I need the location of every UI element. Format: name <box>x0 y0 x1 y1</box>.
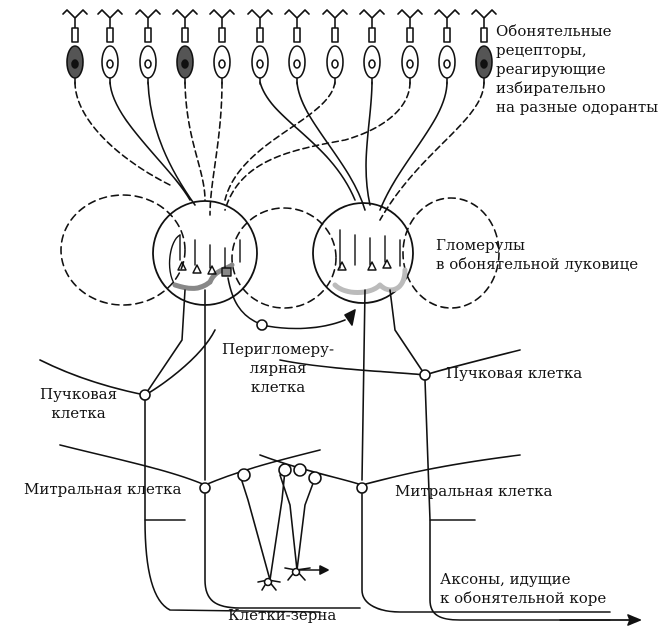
receptor-cell <box>471 9 497 85</box>
glomerulus-right-tufts <box>332 229 408 295</box>
label-axons: Аксоны, идущие к обонятельной коре <box>440 570 606 608</box>
receptor-axon-5 <box>365 81 373 206</box>
label-receptors-line-5: на разные одоранты <box>496 98 659 116</box>
glomerulus-dashed-3 <box>402 197 500 309</box>
label-receptors: Обонятельные рецепторы, реагирующие изби… <box>496 22 658 117</box>
receptor-cell <box>209 9 235 85</box>
periglomerular-soma <box>256 319 268 331</box>
label-glomeruli-line-1: Гломерулы <box>436 236 525 254</box>
label-axons-line-2: к обонятельной коре <box>440 589 607 607</box>
label-mitral-left: Митральная клетка <box>24 480 182 498</box>
output-arrow-head <box>627 614 641 626</box>
mitral-right-axon <box>361 493 611 613</box>
receptor-axon-dashed-3 <box>209 81 223 216</box>
glomerulus-right <box>312 202 414 304</box>
receptor-axon-dashed-1 <box>74 81 171 186</box>
label-receptors-line-1: Обонятельные <box>496 22 612 40</box>
receptor-axons <box>74 81 485 221</box>
receptor-axon-2 <box>147 81 196 206</box>
granule-cell-soma-1 <box>263 577 273 587</box>
receptor-cell <box>359 9 385 85</box>
receptor-cell <box>62 9 88 85</box>
label-glomeruli: Гломерулы в обонятельной луковице <box>436 236 638 274</box>
receptor-cell <box>135 9 161 85</box>
label-receptors-line-2: рецепторы, <box>496 41 587 59</box>
receptor-cell <box>97 9 123 85</box>
label-mitral-right: Митральная клетка <box>395 482 553 500</box>
dashed-glomeruli <box>60 194 500 309</box>
label-glomeruli-line-2: в обонятельной луковице <box>436 255 639 273</box>
label-tufted-left: Пучковая клетка <box>40 385 117 423</box>
tufted-left-soma <box>139 389 151 401</box>
tufted-right-soma <box>419 369 431 381</box>
glomerulus-left-tufts <box>168 234 241 291</box>
granule-cell-soma-2 <box>291 567 301 577</box>
mitral-right-dendrite <box>361 289 366 481</box>
label-periglomerular: Перигломеру- лярная клетка <box>222 340 334 397</box>
mitral-right-soma <box>356 482 368 494</box>
periglomerular-dendrite <box>227 277 259 324</box>
label-periglomerular-line-2: лярная <box>249 359 307 377</box>
label-axons-line-1: Аксоны, идущие <box>440 570 571 588</box>
receptor-axon-dashed-6 <box>379 81 485 221</box>
receptor-row <box>62 9 497 85</box>
receptor-cell <box>172 9 198 85</box>
label-periglomerular-line-1: Перигломеру- <box>222 340 335 358</box>
receptor-axon-1 <box>109 81 191 201</box>
receptor-cell <box>247 9 273 85</box>
periglomerular-axon <box>266 319 346 330</box>
receptor-axon-dashed-5 <box>224 81 411 211</box>
mitral-left-soma <box>199 482 211 494</box>
receptor-cell <box>284 9 310 85</box>
glomerulus-dashed-1 <box>60 194 186 306</box>
label-granule-cells: Клетки-зерна <box>228 606 337 624</box>
receptor-cell <box>322 9 348 85</box>
mitral-left-axon <box>204 493 361 609</box>
receptor-axon-4 <box>296 81 366 211</box>
receptor-cell <box>434 9 460 85</box>
periglomerular-terminal <box>344 309 356 326</box>
label-tufted-left-line-2: клетка <box>51 404 106 422</box>
label-periglomerular-line-3: клетка <box>250 378 306 396</box>
receptor-axon-3 <box>259 81 356 201</box>
label-receptors-line-4: избирательно <box>496 79 606 97</box>
glomerulus-dashed-2 <box>231 207 337 309</box>
label-tufted-right: Пучковая клетка <box>446 364 583 382</box>
receptor-axon-dashed-2 <box>184 81 206 201</box>
receptor-axon-dashed-4 <box>224 81 336 201</box>
tufted-left-dendrite <box>144 289 186 396</box>
receptor-cell <box>397 9 423 85</box>
tufted-right-axon <box>424 379 611 621</box>
label-tufted-left-line-1: Пучковая <box>40 385 118 403</box>
tufted-left-axon <box>144 399 321 613</box>
tufted-right-dendrite <box>389 289 426 376</box>
label-receptors-line-3: реагирующие <box>496 60 606 78</box>
granule-cells <box>237 463 329 591</box>
receptor-axon-6 <box>379 81 448 211</box>
